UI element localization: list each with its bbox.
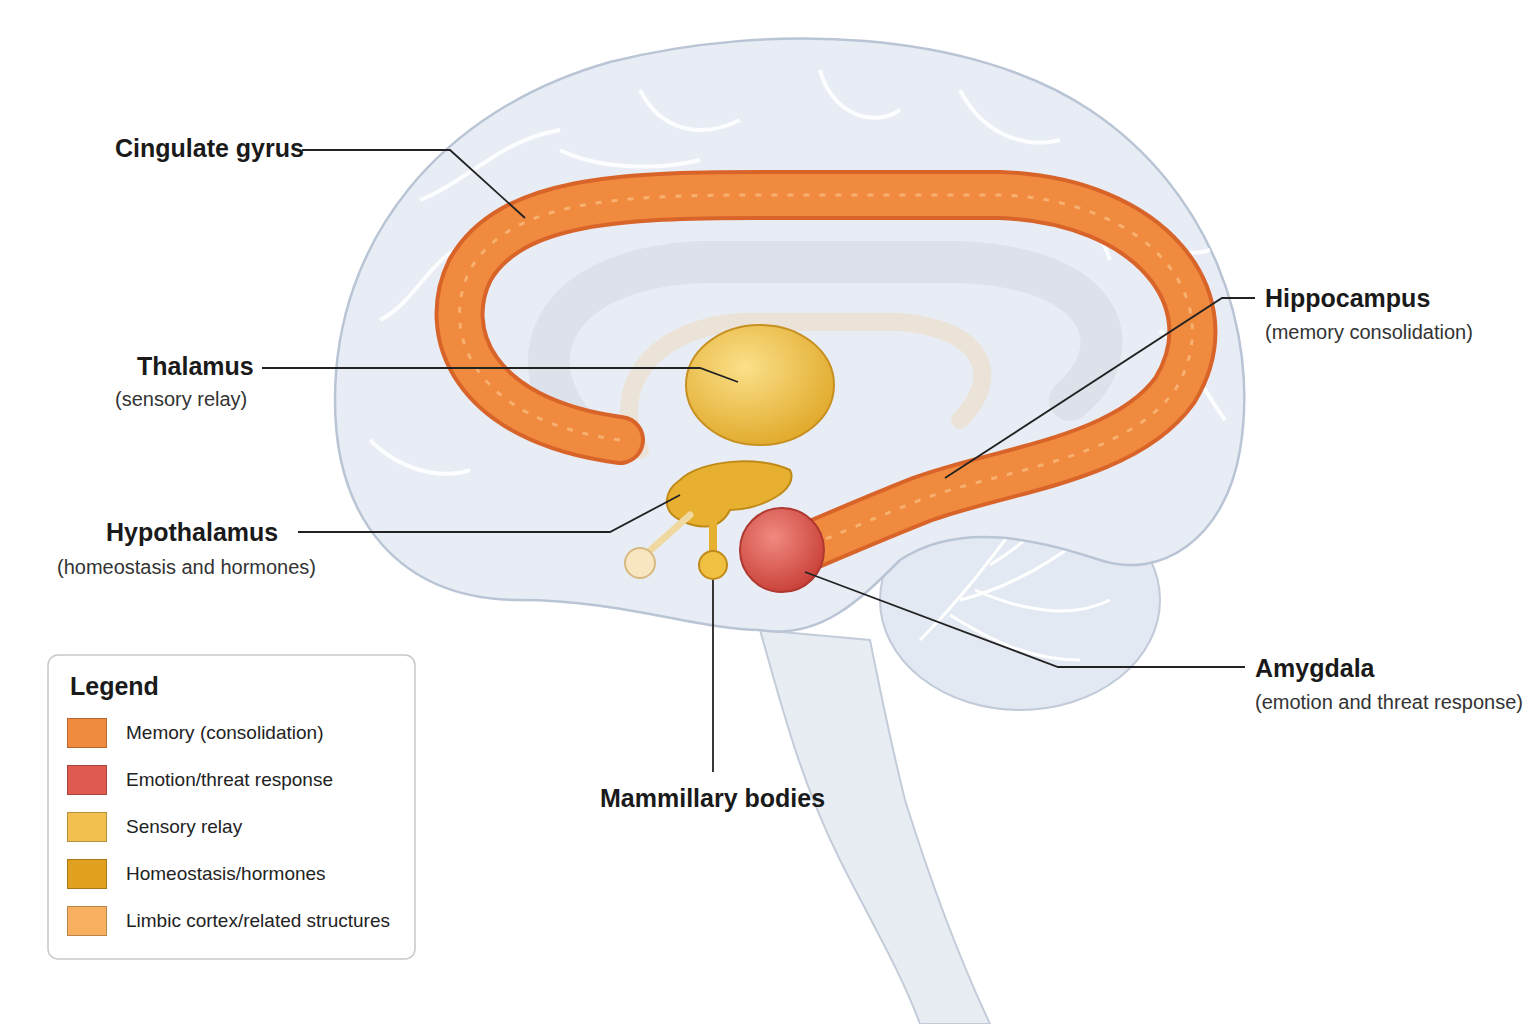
- amygdala: [740, 508, 824, 592]
- function-note: (memory consolidation): [1265, 321, 1473, 344]
- mammillary-body: [699, 551, 727, 579]
- legend-entry: Memory (consolidation): [126, 722, 323, 744]
- mammillary-stem: [709, 515, 717, 552]
- legend-swatch: [67, 906, 107, 936]
- legend-entry: Homeostasis/hormones: [126, 863, 326, 885]
- cingulate-hippocampus: [460, 195, 1193, 550]
- function-note: (emotion and threat response): [1255, 691, 1523, 714]
- function-note: (sensory relay): [115, 388, 247, 411]
- legend-title: Legend: [70, 672, 159, 701]
- legend-swatch: [67, 859, 107, 889]
- legend-entry: Emotion/threat response: [126, 769, 333, 791]
- structure-label: Hippocampus: [1265, 284, 1430, 313]
- pituitary-stalk: [645, 515, 690, 555]
- structure-label: Mammillary bodies: [600, 784, 825, 813]
- structure-label: Cingulate gyrus: [115, 134, 304, 163]
- cerebrum-outline: [335, 39, 1244, 632]
- structure-label: Amygdala: [1255, 654, 1374, 683]
- structure-label: Thalamus: [137, 352, 254, 381]
- legend-swatch: [67, 718, 107, 748]
- legend-swatch: [67, 765, 107, 795]
- legend-box: [48, 655, 415, 959]
- structure-label: Hypothalamus: [106, 518, 278, 547]
- pituitary: [625, 548, 655, 578]
- gyrus-texture: [460, 195, 1193, 550]
- limbic-arc-edge: [460, 195, 1193, 550]
- fornix: [629, 322, 982, 450]
- legend-entry: Sensory relay: [126, 816, 242, 838]
- function-note: (homeostasis and hormones): [57, 556, 316, 579]
- legend-swatch: [67, 812, 107, 842]
- legend-entry: Limbic cortex/related structures: [126, 910, 390, 932]
- thalamus: [686, 325, 834, 445]
